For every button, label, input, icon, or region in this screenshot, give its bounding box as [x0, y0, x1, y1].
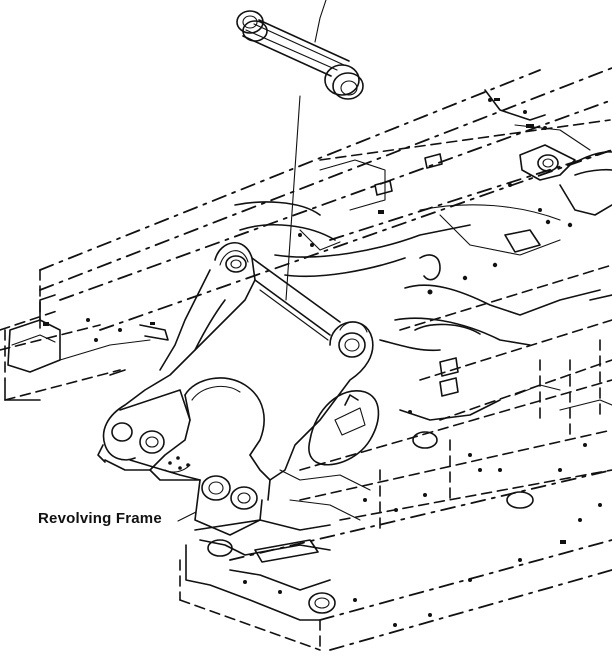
lower-frame-details — [129, 431, 534, 621]
upper-deck-details — [234, 89, 612, 421]
pin-part — [236, 10, 364, 100]
left-side-rail — [4, 294, 169, 401]
bolt-holes — [86, 98, 602, 627]
mounting-blocks — [43, 98, 566, 544]
revolving-frame-label: Revolving Frame — [38, 510, 162, 527]
boom-mount-body — [97, 241, 380, 536]
leader-lines — [177, 0, 327, 522]
